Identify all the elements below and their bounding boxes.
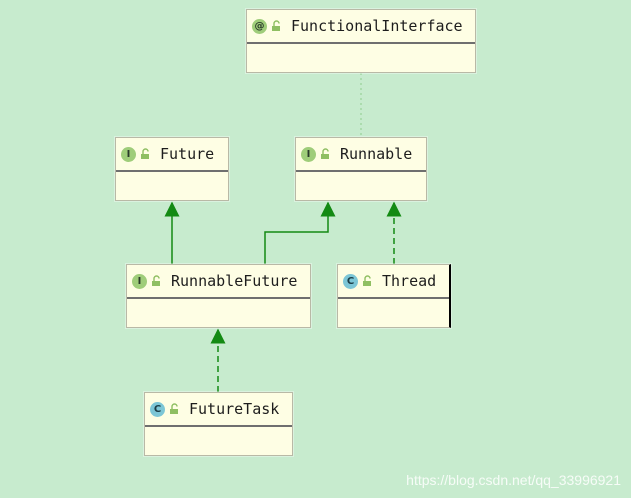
node-label: RunnableFuture [171,272,298,290]
unlocked-icon [170,403,178,414]
watermark: https://blog.csdn.net/qq_33996921 [406,472,621,488]
interface-icon: I [132,273,147,289]
node-members [145,427,292,455]
node-members [116,172,228,200]
node-header: I RunnableFuture [127,265,310,299]
annotation-type-icon: @ [252,18,267,34]
interface-icon: I [301,146,316,162]
node-label: Thread [382,272,437,290]
node-future[interactable]: I Future [115,137,229,201]
interface-icon: I [121,146,136,162]
unlocked-icon [152,275,160,286]
node-members [296,172,426,200]
node-members [247,44,475,72]
node-header: I Runnable [296,138,426,172]
node-members [127,299,310,327]
node-future-task[interactable]: C FutureTask [144,392,293,456]
node-runnable[interactable]: I Runnable [295,137,427,201]
node-label: Future [160,145,215,163]
node-label: FutureTask [189,400,280,418]
class-icon: C [150,401,165,417]
class-icon: C [343,273,358,289]
node-header: C Thread [338,265,449,299]
node-thread[interactable]: C Thread [337,264,451,328]
node-header: C FutureTask [145,393,292,427]
node-header: I Future [116,138,228,172]
node-header: @ FunctionalInterface [247,10,475,44]
unlocked-icon [141,148,149,159]
node-runnable-future[interactable]: I RunnableFuture [126,264,311,328]
node-label: Runnable [340,145,413,163]
unlocked-icon [363,275,371,286]
edge-runnablefuture-runnable [264,201,336,264]
unlocked-icon [321,148,329,159]
node-functional-interface[interactable]: @ FunctionalInterface [246,9,476,73]
node-members [338,299,449,327]
unlocked-icon [272,20,280,31]
node-label: FunctionalInterface [291,17,463,35]
